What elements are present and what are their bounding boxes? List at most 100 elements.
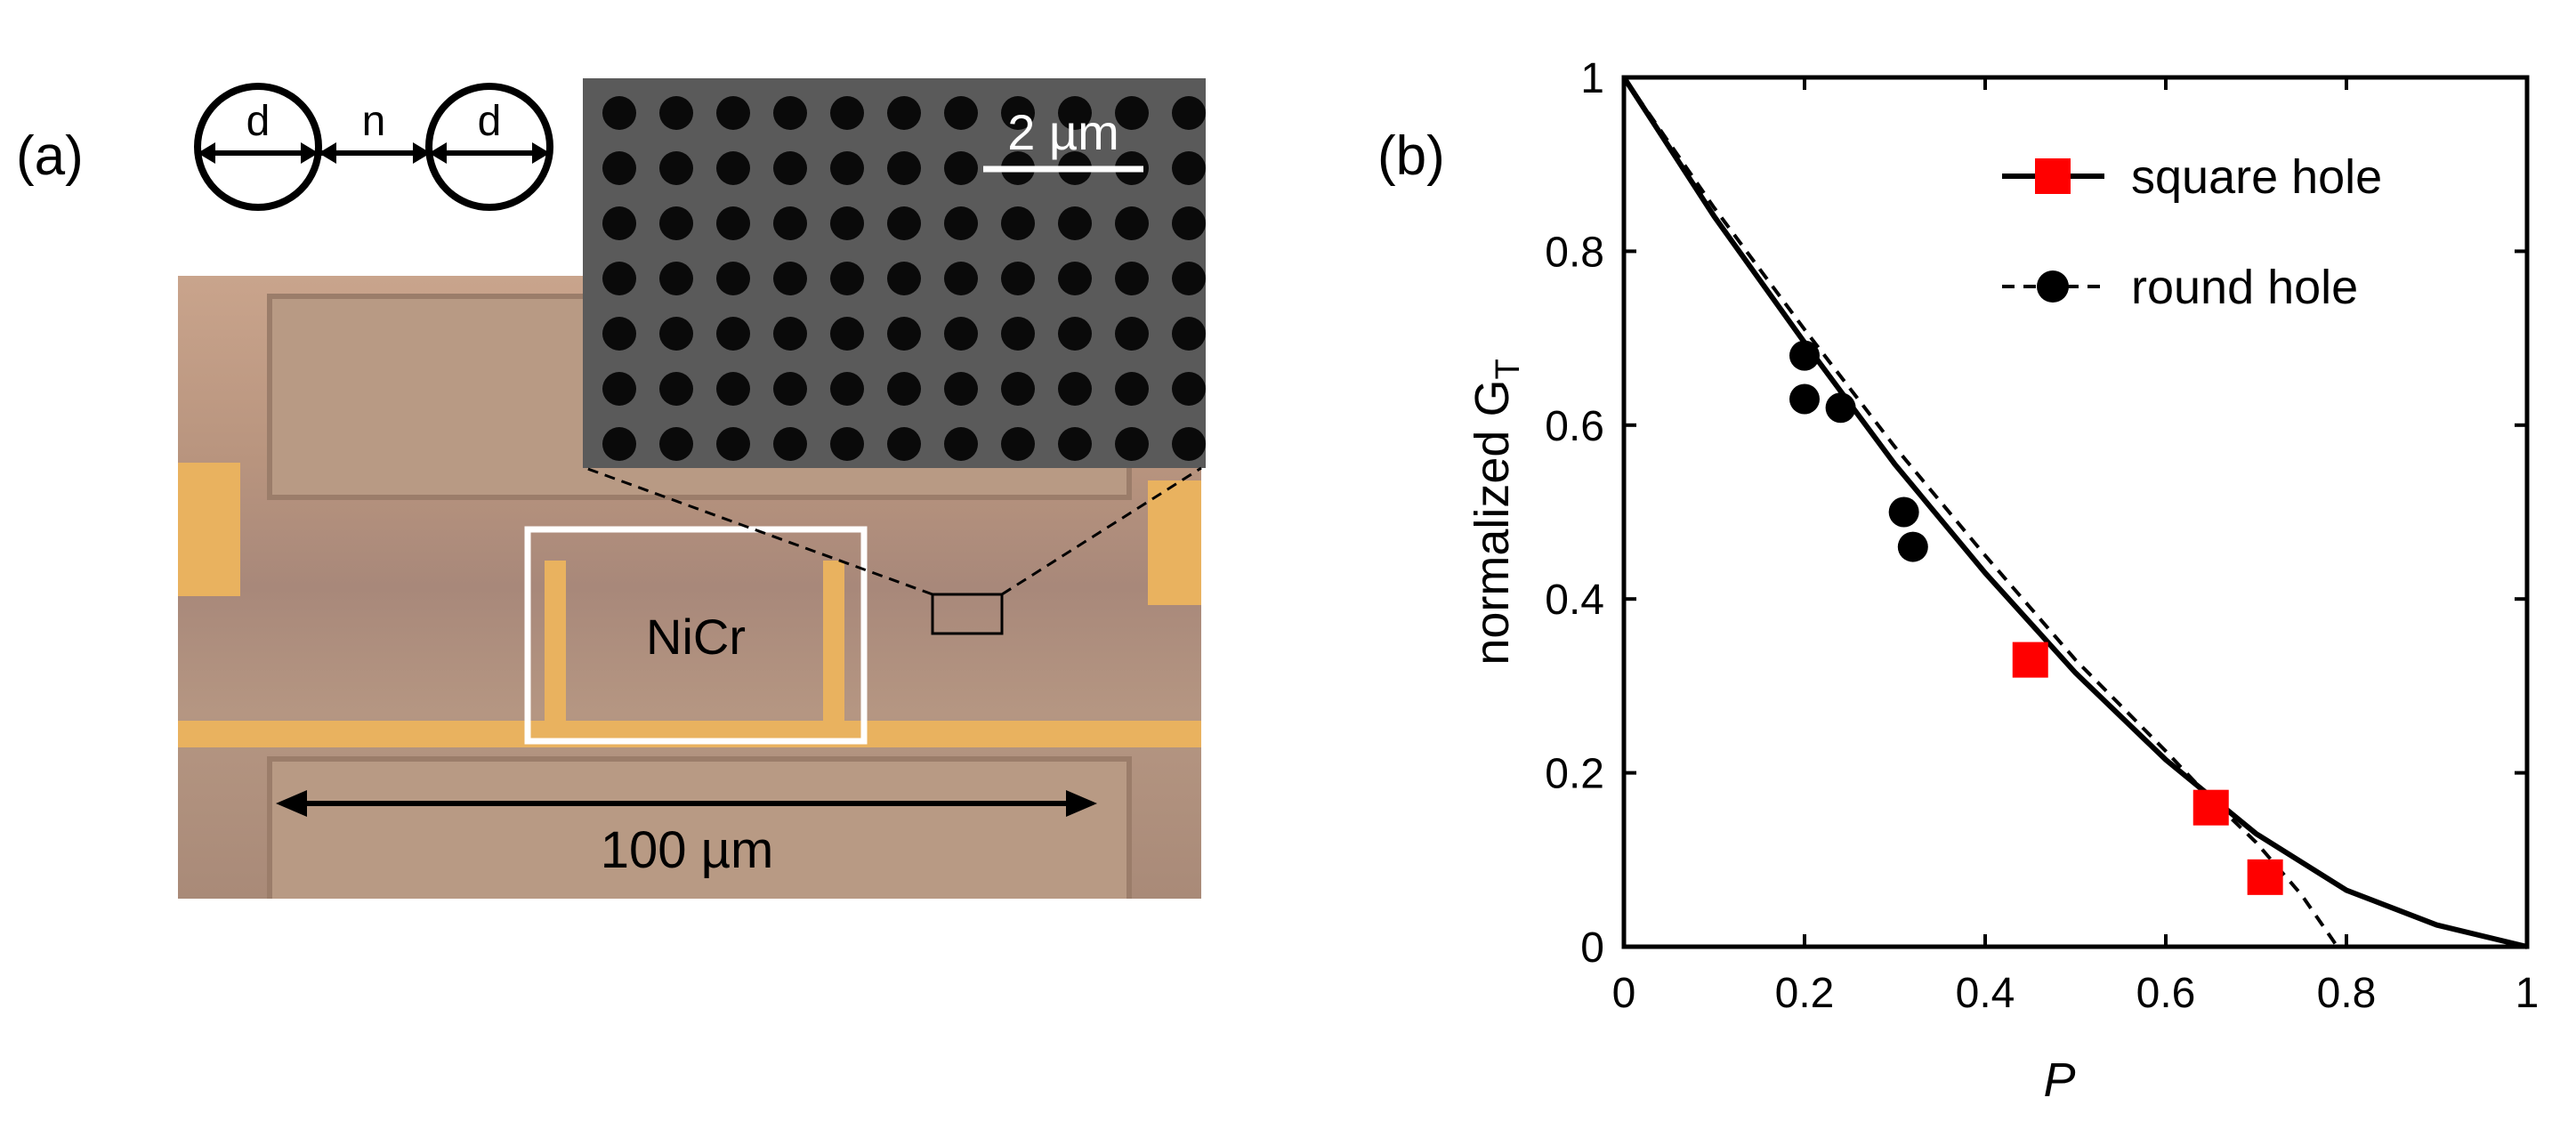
sem-hole — [1115, 372, 1149, 406]
right-pad — [1148, 480, 1201, 605]
sem-hole — [887, 96, 921, 130]
sem-hole — [773, 96, 807, 130]
x-tick-label: 1 — [2515, 970, 2540, 1017]
sem-hole — [1172, 206, 1206, 240]
sem-hole — [659, 151, 693, 185]
y-axis-label-text: normalized G — [1466, 380, 1519, 666]
legend-marker-square — [2035, 158, 2071, 194]
square-hole-point — [2247, 859, 2283, 895]
sem-hole — [1115, 206, 1149, 240]
sem-hole — [602, 372, 636, 406]
y-tick-label: 0.8 — [1545, 229, 1604, 276]
sem-hole — [1172, 262, 1206, 295]
sem-hole — [887, 262, 921, 295]
sem-hole — [716, 151, 750, 185]
sem-hole — [1058, 427, 1092, 461]
sem-hole — [830, 96, 864, 130]
nicr-right-contact — [823, 561, 844, 739]
legend-label: round hole — [2131, 261, 2358, 314]
sem-hole — [1172, 427, 1206, 461]
lower-membrane-frame — [267, 756, 1132, 899]
sem-hole — [659, 317, 693, 351]
round-hole-point — [1825, 392, 1856, 424]
sem-hole — [773, 317, 807, 351]
sem-hole — [716, 262, 750, 295]
legend-marker-circle — [2037, 270, 2069, 303]
sem-hole — [659, 96, 693, 130]
sem-hole — [944, 262, 978, 295]
sem-hole — [1001, 372, 1035, 406]
sem-hole — [1058, 317, 1092, 351]
scalebar-label: 2 µm — [1007, 104, 1119, 160]
y-tick-label: 0 — [1580, 924, 1604, 972]
sem-hole — [887, 317, 921, 351]
sem-hole — [659, 372, 693, 406]
sem-hole — [716, 317, 750, 351]
dimension-label: 100 µm — [601, 821, 774, 879]
sem-hole — [1115, 427, 1149, 461]
sem-hole — [1172, 151, 1206, 185]
y-tick-label: 0.2 — [1545, 751, 1604, 798]
sem-hole — [602, 427, 636, 461]
sem-hole — [602, 262, 636, 295]
sem-hole — [887, 372, 921, 406]
sem-hole — [1058, 262, 1092, 295]
sem-hole — [944, 372, 978, 406]
plot-frame — [1621, 75, 2530, 949]
sem-hole — [830, 372, 864, 406]
sem-hole — [773, 427, 807, 461]
sem-hole — [944, 151, 978, 185]
sem-hole — [602, 206, 636, 240]
sem-hole — [1058, 372, 1092, 406]
y-tick-label: 0.4 — [1545, 577, 1604, 624]
x-axis-label: P — [2043, 1053, 2075, 1107]
panel-a-overlay: 2 µm NiCr 100 µm — [276, 104, 1202, 879]
sem-hole — [830, 151, 864, 185]
sem-hole — [830, 427, 864, 461]
sem-hole — [944, 427, 978, 461]
sem-hole — [944, 96, 978, 130]
round-hole-point — [1888, 496, 1919, 528]
panel-a-label: (a) — [16, 125, 84, 187]
sem-hole — [716, 372, 750, 406]
sem-hole — [944, 206, 978, 240]
hole-spacing-schematic: d n d — [194, 83, 553, 211]
sem-hole — [659, 427, 693, 461]
sem-hole — [773, 262, 807, 295]
sem-hole — [830, 206, 864, 240]
x-tick-label: 0 — [1612, 970, 1636, 1017]
y-axis-label: normalized GT — [1466, 359, 1527, 665]
round-hole-point — [1789, 383, 1820, 415]
schematic-d2: d — [478, 98, 502, 145]
round-hole-point — [1897, 531, 1928, 562]
sem-hole — [773, 151, 807, 185]
sem-hole — [602, 96, 636, 130]
nicr-label: NiCr — [646, 609, 746, 665]
x-tick-label: 0.8 — [2317, 970, 2377, 1017]
sem-hole — [1001, 262, 1035, 295]
sem-hole — [602, 151, 636, 185]
sem-hole — [773, 372, 807, 406]
legend-label: square hole — [2131, 150, 2382, 204]
left-pad — [178, 463, 240, 596]
sem-hole — [887, 427, 921, 461]
x-tick-label: 0.6 — [2136, 970, 2196, 1017]
sem-hole — [830, 262, 864, 295]
sem-hole — [1001, 96, 1035, 130]
x-tick-label: 0.2 — [1775, 970, 1835, 1017]
sem-hole — [887, 206, 921, 240]
series-curve-round-hole — [1622, 76, 2339, 948]
sem-hole — [887, 151, 921, 185]
sem-hole — [1115, 262, 1149, 295]
sem-hole — [716, 206, 750, 240]
round-hole-point — [1789, 340, 1820, 371]
sem-inset — [583, 78, 1206, 468]
sem-hole — [944, 317, 978, 351]
y-axis-label-subscript: T — [1490, 359, 1527, 379]
sem-hole — [1172, 372, 1206, 406]
sem-hole — [659, 262, 693, 295]
nicr-left-contact — [545, 561, 566, 739]
sem-hole — [716, 427, 750, 461]
sem-hole — [830, 317, 864, 351]
